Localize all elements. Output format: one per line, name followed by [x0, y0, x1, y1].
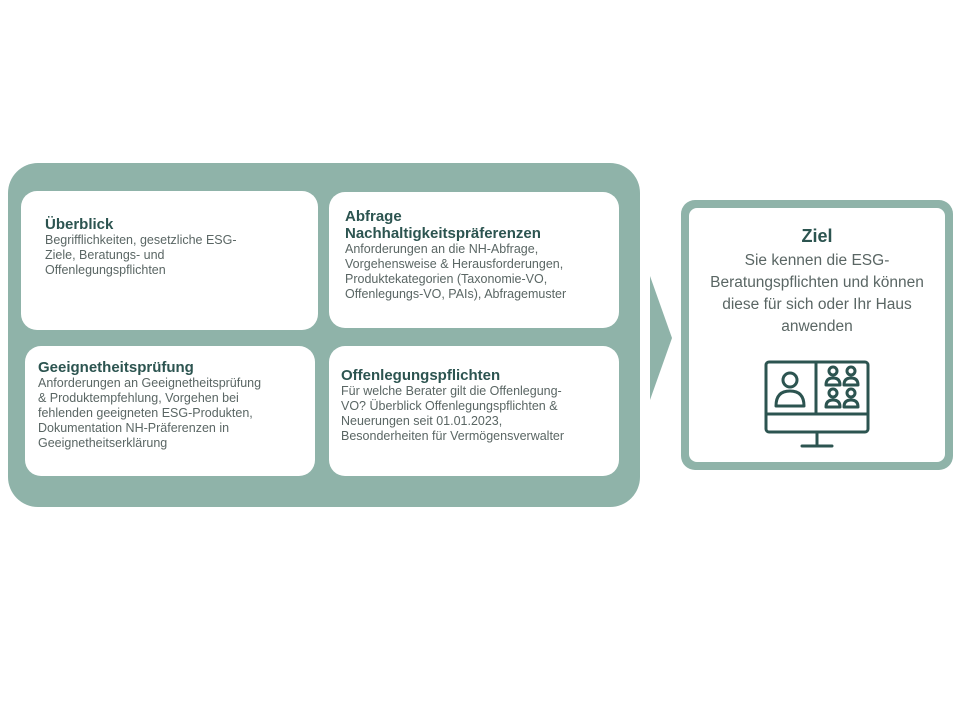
module-card-geeignetheit: Geeignetheitsprüfung Anforderungen an Ge…: [25, 346, 315, 476]
module-description: Anforderungen an Geeignetheitsprüfung & …: [38, 376, 305, 451]
description-line: Vorgehensweise & Herausforderungen,: [345, 257, 564, 271]
title-line: Abfrage: [345, 208, 402, 225]
description-line: Produktekategorien (Taxonomie-VO,: [345, 272, 548, 286]
module-card-abfrage: Abfrage Nachhaltigkeitspräferenzen Anfor…: [329, 192, 619, 328]
module-card-ueberblick: Überblick Begrifflichkeiten, gesetzliche…: [21, 191, 318, 330]
description-line: Dokumentation NH-Präferenzen in: [38, 421, 230, 435]
module-title: Geeignetheitsprüfung: [38, 359, 194, 376]
description-line: Offenlegungspflichten: [45, 263, 166, 277]
module-card-offenlegung: Offenlegungspflichten Für welche Berater…: [329, 346, 619, 476]
module-title: Offenlegungspflichten: [341, 367, 501, 384]
description-line: Neuerungen seit 01.01.2023,: [341, 414, 503, 428]
goal-line: Sie kennen die ESG-: [744, 252, 890, 269]
description-line: Offenlegungs-VO, PAIs), Abfragemuster: [345, 287, 567, 301]
goal-line: anwenden: [781, 318, 853, 335]
description-line: Anforderungen an die NH-Abfrage,: [345, 242, 539, 256]
description-line: Besonderheiten für Vermögensverwalter: [341, 429, 565, 443]
goal-line: Beratungspflichten und können: [710, 274, 924, 291]
module-title: Überblick: [45, 216, 114, 233]
title-line: Nachhaltigkeitspräferenzen: [345, 225, 541, 242]
module-title: Abfrage Nachhaltigkeitspräferenzen: [345, 208, 609, 242]
description-line: Anforderungen an Geeignetheitsprüfung: [38, 376, 262, 390]
module-description: Anforderungen an die NH-Abfrage, Vorgehe…: [345, 242, 609, 302]
description-line: Begrifflichkeiten, gesetzliche ESG-: [45, 233, 237, 247]
module-description: Begrifflichkeiten, gesetzliche ESG- Ziel…: [45, 233, 302, 278]
goal-description: Sie kennen die ESG- Beratungspflichten u…: [697, 250, 937, 338]
description-line: VO? Überblick Offenlegungspflichten &: [341, 399, 558, 413]
arrow-right-icon: [650, 276, 672, 400]
description-line: Ziele, Beratungs- und: [45, 248, 165, 262]
video-conference-monitor-icon: [764, 360, 870, 448]
module-description: Für welche Berater gilt die Offenlegung-…: [341, 384, 609, 444]
description-line: Geeignetheitserklärung: [38, 436, 168, 450]
goal-line: diese für sich oder Ihr Haus: [722, 296, 912, 313]
goal-title: Ziel: [801, 226, 833, 246]
goal-card: Ziel Sie kennen die ESG- Beratungspflich…: [689, 208, 945, 462]
description-line: & Produktempfehlung, Vorgehen bei: [38, 391, 239, 405]
description-line: fehlenden geeigneten ESG-Produkten,: [38, 406, 253, 420]
description-line: Für welche Berater gilt die Offenlegung-: [341, 384, 562, 398]
